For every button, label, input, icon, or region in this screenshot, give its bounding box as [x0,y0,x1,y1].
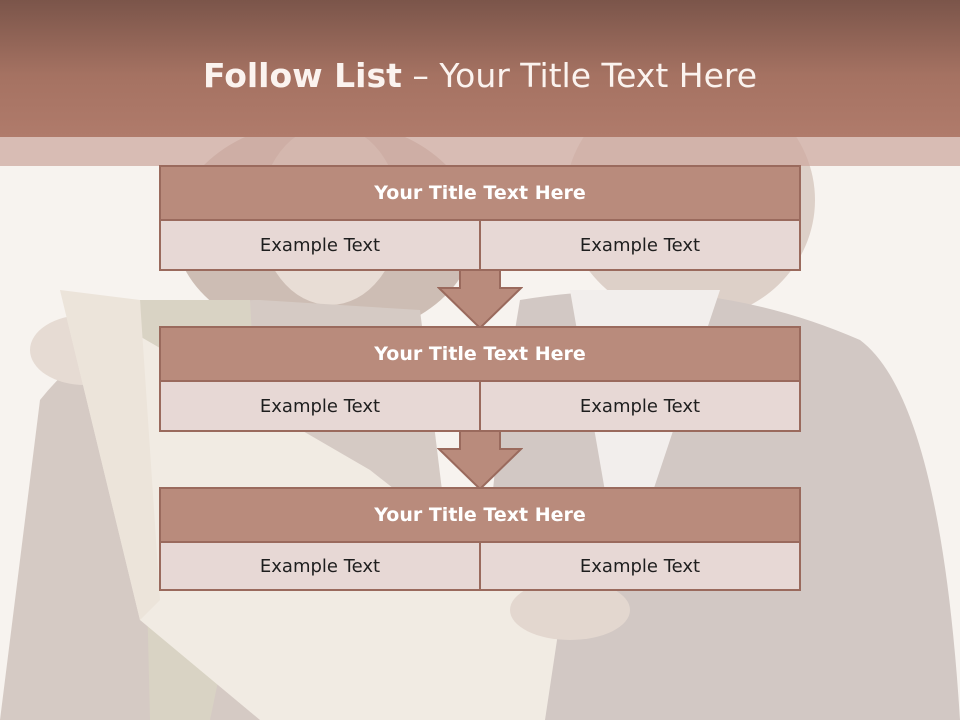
block-row: Example Text Example Text [159,221,801,271]
block-row: Example Text Example Text [159,543,801,591]
block-cell-right: Example Text [481,382,801,432]
block-title: Your Title Text Here [159,326,801,382]
block-title: Your Title Text Here [159,487,801,543]
follow-block-1: Your Title Text Here Example Text Exampl… [159,165,801,271]
block-cell-left: Example Text [159,382,481,432]
slide-title-bold: Follow List [202,56,402,95]
block-cell-right: Example Text [481,221,801,271]
block-title: Your Title Text Here [159,165,801,221]
slide-title: Follow List – Your Title Text Here [0,52,960,100]
header-bar [0,0,960,137]
follow-block-2: Your Title Text Here Example Text Exampl… [159,326,801,432]
block-cell-left: Example Text [159,221,481,271]
down-arrow-icon [437,431,523,491]
down-arrow-icon [437,270,523,330]
follow-block-3: Your Title Text Here Example Text Exampl… [159,487,801,591]
slide-title-rest: – Your Title Text Here [401,56,758,95]
block-cell-left: Example Text [159,543,481,591]
header-band [0,137,960,166]
block-cell-right: Example Text [481,543,801,591]
block-row: Example Text Example Text [159,382,801,432]
